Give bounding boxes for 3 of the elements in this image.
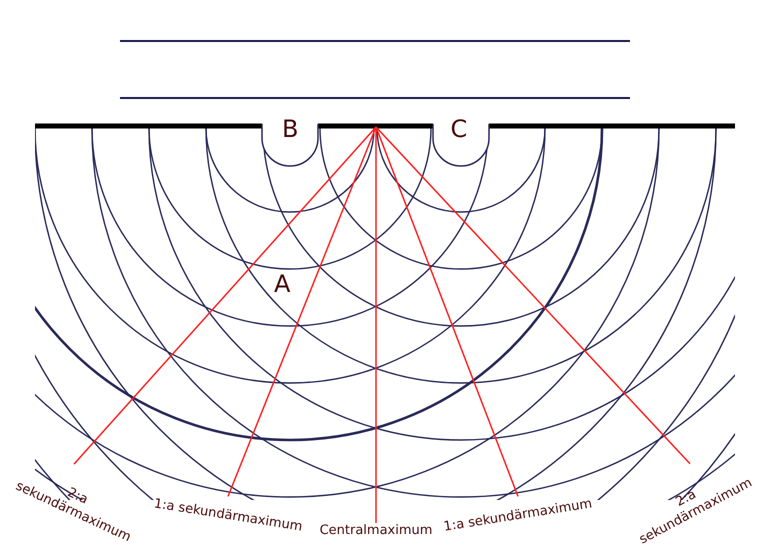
slit-label: B	[282, 116, 298, 142]
point-label: A	[274, 271, 290, 297]
slit-label: C	[450, 116, 468, 142]
